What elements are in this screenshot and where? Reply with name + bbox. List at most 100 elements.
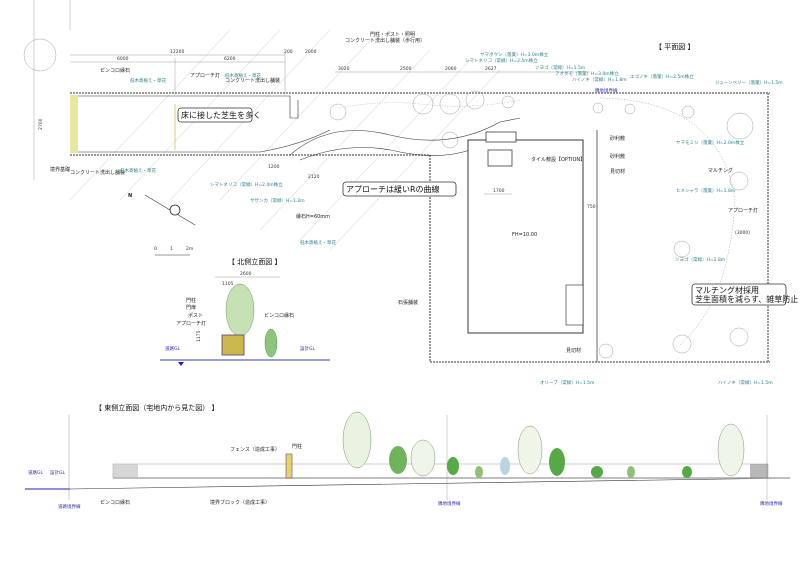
binding-hole-icon: [23, 38, 57, 72]
svg-text:ピンコロ縁石: ピンコロ縁石: [100, 499, 130, 506]
svg-text:ジューンベリー（落葉）H=1.5m: ジューンベリー（落葉）H=1.5m: [715, 79, 783, 86]
pin-curb-label: ピンコロ縁石: [100, 67, 130, 74]
svg-text:ピンコロ縁石: ピンコロ縁石: [264, 312, 294, 319]
house-outline: [467, 139, 584, 334]
dim-2000: 2000: [305, 49, 317, 55]
approach-light-label: アプローチ灯: [190, 72, 220, 79]
walk-paving-label: コンクリート洗出し舗装（歩行用）: [345, 37, 425, 44]
boundary-label: 隣地境界線: [595, 87, 618, 94]
dim-3000: (3000): [735, 230, 750, 236]
svg-text:道路境界線: 道路境界線: [58, 503, 81, 510]
cutoff-label: 見切材: [610, 168, 625, 175]
dim-right: 6200: [224, 56, 236, 62]
wash-paving-label-2: コンクリート洗出し舗装: [225, 77, 280, 84]
svg-text:ポスト: ポスト: [188, 312, 203, 319]
approach-light-label-2: アプローチ灯: [728, 207, 758, 214]
wash-paving-label: コンクリート洗出し舗装: [70, 169, 125, 176]
dim-750: 750: [587, 204, 596, 210]
plan-title: 【 平面図 】: [655, 43, 694, 51]
svg-text:ハイノキ（常緑）H=1.5m: ハイノキ（常緑）H=1.5m: [718, 379, 773, 386]
border-label: 境界基礎: [50, 166, 70, 173]
entrance-porch: [485, 131, 517, 143]
svg-text:エゴノキ（落葉）H=2.5m株立: エゴノキ（落葉）H=2.5m株立: [630, 73, 694, 80]
svg-text:ソヨゴ（常緑）H=1.5m: ソヨゴ（常緑）H=1.5m: [535, 64, 585, 71]
tile-option-label: タイル敷設【OPTION】: [531, 156, 585, 163]
svg-text:2600: 2600: [240, 271, 252, 277]
dim-1700: 1700: [493, 188, 505, 194]
svg-text:ハイノキ（常緑）H=1.8m: ハイノキ（常緑）H=1.8m: [572, 76, 627, 83]
stone-label: 石張舗装: [398, 299, 418, 306]
mulching-callout-line2: 芝生面積を減らす、雑草防止: [695, 294, 798, 304]
svg-text:門柱: 門柱: [292, 443, 302, 450]
svg-text:0: 0: [154, 246, 157, 252]
svg-text:サザンカ（常緑）H=1.2m: サザンカ（常緑）H=1.2m: [250, 197, 305, 204]
svg-text:ヒメシャラ（落葉）H=1.8m: ヒメシャラ（落葉）H=1.8m: [676, 187, 735, 194]
svg-text:門柱: 門柱: [186, 297, 196, 304]
svg-text:シマトネリコ（常緑）H=2.5m株立: シマトネリコ（常緑）H=2.5m株立: [465, 57, 538, 64]
svg-text:設計GL: 設計GL: [50, 469, 65, 476]
svg-text:シマトネリコ（常緑）H=2.0m株立: シマトネリコ（常緑）H=2.0m株立: [210, 181, 283, 188]
lawn-callout-text: 床に接した芝生を多く: [181, 110, 261, 120]
svg-text:隣地境界線: 隣地境界線: [760, 500, 783, 507]
east-elevation: フェンス（造成工事） 門柱 境界ブロック（造成工事） ピンコロ縁石 道路境界線 …: [25, 415, 791, 510]
cutoff-label-2: 見切材: [566, 347, 581, 354]
approach-callout-text: アプローチは緩いRの曲線: [346, 184, 440, 194]
svg-text:門扉: 門扉: [186, 304, 196, 311]
svg-text:2m: 2m: [186, 246, 193, 252]
mulching-callout-line1: マルチング材採用: [695, 285, 759, 295]
svg-text:フェンス（造成工事）: フェンス（造成工事）: [230, 446, 280, 453]
svg-text:道路GL: 道路GL: [28, 469, 43, 476]
gravel-label: 砂利敷: [610, 135, 625, 142]
planting-bed-edge: [339, 99, 521, 109]
shrub-label: 低木寄植え・草花: [300, 239, 336, 246]
approach-path-edge: [289, 117, 521, 156]
edging-label: 縁石H=60mm: [296, 213, 330, 220]
shrub-label: 低木寄植え・草花: [225, 72, 261, 79]
north-arrow-icon: N: [128, 193, 196, 226]
plant-labels: ヤマボウシ（落葉）H=3.0m株立 シマトネリコ（常緑）H=2.5m株立 ソヨゴ…: [210, 51, 783, 386]
scale-bar: 0 1 2m: [154, 246, 193, 256]
svg-text:ヤマモミジ（落葉）H=2.0m株立: ヤマモミジ（落葉）H=2.0m株立: [676, 139, 745, 146]
dim-3020: 3020: [338, 66, 350, 72]
mulching-label: マルチング: [708, 167, 733, 174]
elevation-trees: [342, 411, 768, 478]
dim-2060: 2060: [445, 66, 457, 72]
mulching-callout: [691, 283, 787, 306]
gate-post-label: 門柱・ポスト・照明: [370, 31, 415, 38]
dim-200: 200: [284, 49, 293, 55]
gate-tile-strip: [70, 95, 78, 153]
svg-text:隣地境界線: 隣地境界線: [438, 500, 461, 507]
svg-text:1: 1: [170, 246, 173, 252]
svg-text:設計GL: 設計GL: [300, 345, 315, 352]
east-elevation-title: 【 東側立面図（宅地内から見た図） 】: [95, 403, 218, 412]
driveway-outline: [78, 95, 331, 153]
shrub-label: 低木寄植え・草花: [130, 77, 166, 84]
dim-total: 12200: [170, 49, 184, 55]
north-label: N: [128, 193, 132, 199]
svg-text:境界ブロック（造成工事）: 境界ブロック（造成工事）: [210, 499, 270, 506]
svg-text:ヤマボウシ（落葉）H=3.0m株立: ヤマボウシ（落葉）H=3.0m株立: [480, 51, 549, 58]
plan-trees: [329, 90, 754, 359]
svg-text:1105: 1105: [222, 281, 234, 287]
north-elevation: 2600 1105 1175 門柱 門扉 ポスト アプローチ灯 ピンコロ縁石 道…: [160, 271, 330, 366]
approach-path-edge: [299, 147, 471, 161]
entrance-tile: [487, 149, 513, 167]
plan-dimensions: 12200 6000 6200 200 2000 3020 2500 2060 …: [38, 49, 750, 236]
svg-text:アプローチ灯: アプローチ灯: [176, 320, 206, 327]
utility-box: [565, 284, 584, 326]
mulching-area-edge: [599, 97, 736, 346]
svg-text:1175: 1175: [196, 330, 202, 342]
sand-label: 砂利敷: [610, 153, 625, 160]
svg-text:道路GL: 道路GL: [165, 345, 180, 352]
svg-text:ソヨゴ（常緑）H=1.8m: ソヨゴ（常緑）H=1.8m: [675, 256, 725, 263]
dim-2700: 2700: [38, 118, 44, 130]
approach-callout: [342, 181, 457, 197]
shrub-label: 低木寄植え・草花: [120, 167, 156, 174]
floor-height-label: FH=10.00: [512, 232, 537, 238]
dim-2627: 2627: [485, 66, 497, 72]
dim-2120: 2120: [308, 174, 320, 180]
dim-left: 6000: [117, 56, 129, 62]
dim-1200: 1200: [268, 164, 280, 170]
lawn-callout: [177, 107, 253, 123]
